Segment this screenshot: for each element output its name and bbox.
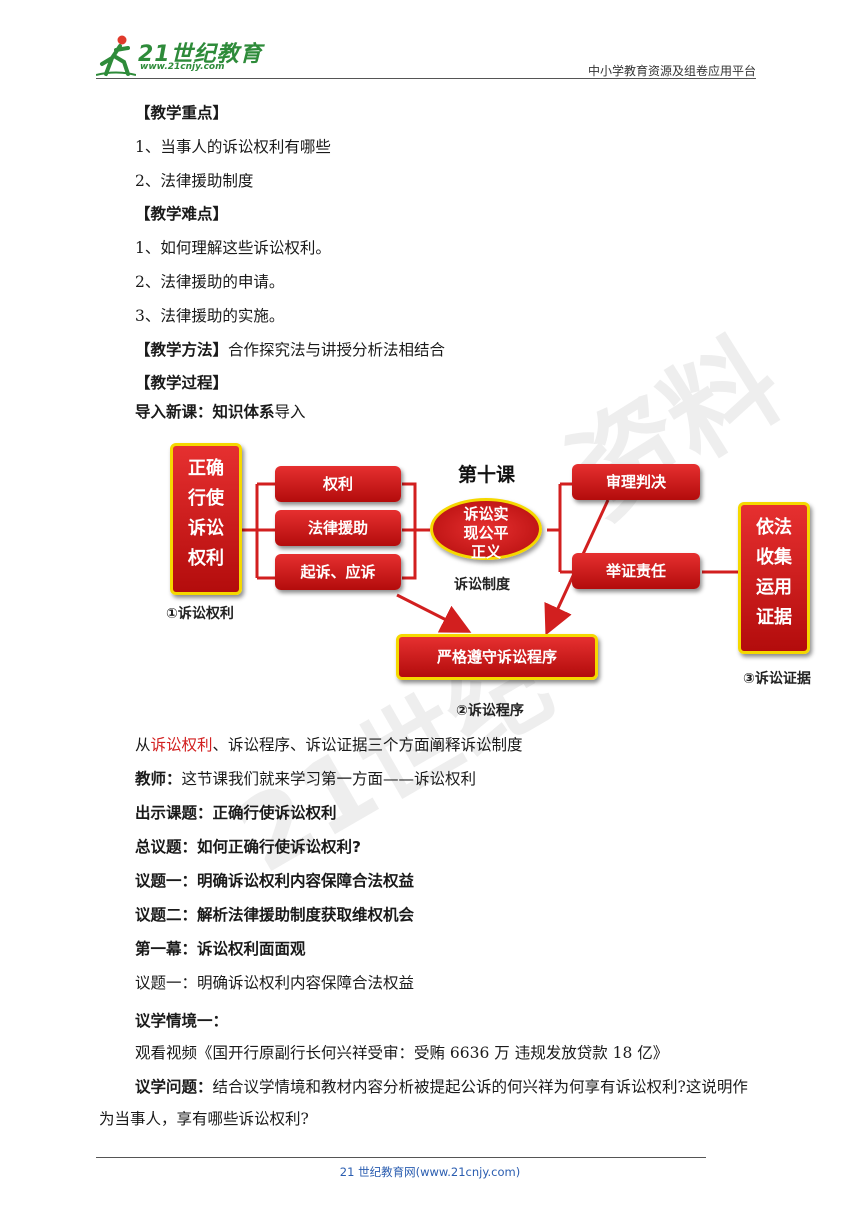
oval-text: 正义 [470, 543, 501, 561]
oval-text: 现公平 [463, 524, 509, 542]
box-text: 权利 [188, 548, 224, 569]
text-line: 2、法律援助的申请。 [135, 273, 285, 291]
logo-name: 21世纪教育 [138, 42, 263, 67]
text-segment: 、诉讼程序、诉讼证据三个方面阐释诉讼制度 [212, 736, 523, 754]
box-text: 正确 [188, 458, 224, 479]
text-segment: 从 [135, 736, 151, 754]
text-line: 1、当事人的诉讼权利有哪些 [135, 138, 331, 156]
text-line: 议题二：解析法律援助制度获取维权机会 [135, 906, 415, 924]
section-heading-process: 【教学过程】 [135, 374, 229, 392]
question-label: 议学问题： [135, 1078, 213, 1096]
section-heading-difficulties: 【教学难点】 [135, 205, 229, 223]
box-follow-procedure: 严格遵守诉讼程序 [396, 634, 598, 680]
logo-url: www.21cnjy.com [140, 62, 225, 72]
logo: 21世纪教育 www.21cnjy.com [96, 34, 266, 78]
text-line: 从诉讼权利、诉讼程序、诉讼证据三个方面阐释诉讼制度 [135, 734, 523, 756]
box-legal-aid: 法律援助 [275, 510, 401, 546]
box-text: 运用 [756, 577, 792, 598]
text-line-question: 议学问题：结合议学情境和教材内容分析被提起公诉的何兴祥为何享有诉讼权利?这说明作… [99, 1071, 761, 1135]
box-text: 收集 [756, 547, 792, 568]
footer-link[interactable]: 21 世纪教育网(www.21cnjy.com) [339, 1165, 521, 1179]
oval-text: 诉讼实 [463, 505, 509, 523]
text-line-methods: 【教学方法】合作探究法与讲授分析法相结合 [135, 339, 445, 361]
text-line: 1、如何理解这些诉讼权利。 [135, 239, 331, 257]
text-line: 议题一：明确诉讼权利内容保障合法权益 [135, 974, 415, 992]
question-text: 结合议学情境和教材内容分析被提起公诉的何兴祥为何享有诉讼权利?这说明作为当事人，… [99, 1078, 748, 1128]
runner-icon [96, 35, 136, 76]
header-rule [96, 78, 756, 79]
knowledge-diagram: 正确 行使 诉讼 权利 ①诉讼权利 权利 法律援助 起诉、应诉 第十课 诉讼实 … [160, 440, 830, 720]
lesson-title: 第十课 [458, 464, 516, 486]
text-line-situation: 议学情境一： 观看视频《国开行原副行长何兴祥受审：受贿 6636 万 违规发放贷款… [135, 1005, 761, 1069]
text-line: 出示课题：正确行使诉讼权利 [135, 804, 337, 822]
teacher-text: 这节课我们就来学习第一方面——诉讼权利 [181, 770, 477, 788]
intro-text: 导入 [274, 403, 306, 421]
page-header: 21世纪教育 www.21cnjy.com 中小学教育资源及组卷应用平台 [96, 28, 756, 80]
text-line: 议题一：明确诉讼权利内容保障合法权益 [135, 872, 415, 890]
box-burden-of-proof: 举证责任 [572, 553, 700, 589]
footer-rule [96, 1157, 706, 1158]
text-line-intro: 导入新课：知识体系导入 [135, 401, 306, 423]
box-exercise-rights: 正确 行使 诉讼 权利 [170, 443, 242, 595]
section-heading-methods: 【教学方法】 [135, 341, 229, 359]
text-line: 3、法律援助的实施。 [135, 307, 285, 325]
box-sue-respond: 起诉、应诉 [275, 554, 401, 590]
box-text: 行使 [188, 488, 224, 509]
methods-text: 合作探究法与讲授分析法相结合 [228, 341, 446, 359]
situation-label: 议学情境一： [135, 1012, 229, 1030]
header-tagline: 中小学教育资源及组卷应用平台 [587, 64, 756, 78]
box-text: 证据 [756, 607, 792, 628]
box-rights: 权利 [275, 466, 401, 502]
center-oval: 诉讼实 现公平 正义 [430, 498, 542, 561]
text-line: 第一幕：诉讼权利面面观 [135, 940, 306, 958]
teacher-label: 教师： [135, 770, 182, 788]
caption-litigation-rights: ①诉讼权利 [166, 606, 234, 622]
box-text: 诉讼 [188, 518, 224, 539]
intro-label: 导入新课：知识体系 [135, 403, 275, 421]
caption-litigation-evidence: ③诉讼证据 [743, 671, 811, 687]
section-heading-key-points: 【教学重点】 [135, 104, 229, 122]
highlighted-term: 诉讼权利 [150, 736, 213, 754]
caption-litigation-procedure: ②诉讼程序 [456, 703, 524, 719]
text-line: 总议题：如何正确行使诉讼权利? [135, 838, 361, 856]
box-collect-evidence: 依法 收集 运用 证据 [738, 502, 810, 654]
box-trial-judgment: 审理判决 [572, 464, 700, 500]
caption-litigation-system: 诉讼制度 [454, 577, 510, 593]
text-line-teacher: 教师：这节课我们就来学习第一方面——诉讼权利 [135, 768, 476, 790]
text-line: 2、法律援助制度 [135, 172, 254, 190]
box-text: 依法 [756, 517, 792, 538]
situation-text: 观看视频《国开行原副行长何兴祥受审：受贿 6636 万 违规发放贷款 18 亿》 [135, 1044, 669, 1062]
